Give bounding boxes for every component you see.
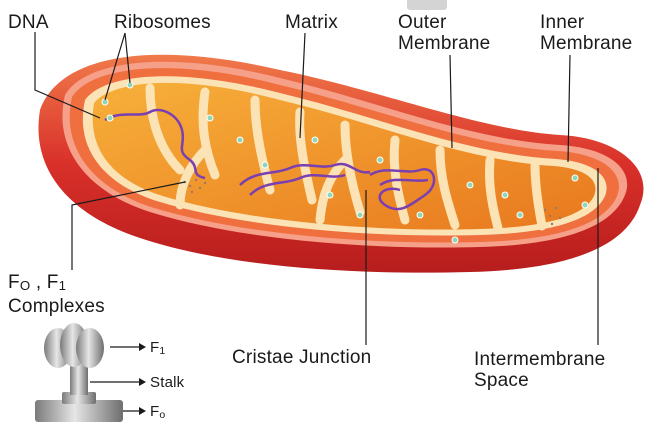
label-matrix: Matrix (285, 12, 338, 33)
label-atp-f1: F1 (150, 339, 165, 360)
leader-arrowheads (139, 343, 146, 415)
label-ribosomes: Ribosomes (114, 12, 211, 33)
label-f0-f1-line1: FO , F1 (8, 272, 105, 296)
label-intermembrane-line1: Intermembrane (474, 349, 605, 370)
label-complexes-line2: Complexes (8, 296, 105, 317)
label-dna: DNA (8, 12, 49, 33)
label-intermembrane-space: Intermembrane Space (474, 349, 605, 391)
label-inner-membrane-line2: Membrane (540, 33, 632, 54)
label-inner-membrane-line1: Inner (540, 12, 632, 33)
label-outer-membrane-line2: Membrane (398, 33, 490, 54)
atp-synthase-illustration (35, 323, 123, 422)
label-outer-membrane-line1: Outer (398, 12, 490, 33)
label-cristae-junction: Cristae Junction (232, 347, 371, 368)
label-atp-f0: Fo (150, 403, 165, 424)
label-atp-stalk: Stalk (150, 374, 184, 391)
label-inner-membrane: Inner Membrane (540, 12, 632, 54)
label-outer-membrane: Outer Membrane (398, 12, 490, 54)
label-intermembrane-line2: Space (474, 370, 605, 391)
label-f0-f1-complexes: FO , F1 Complexes (8, 272, 105, 317)
